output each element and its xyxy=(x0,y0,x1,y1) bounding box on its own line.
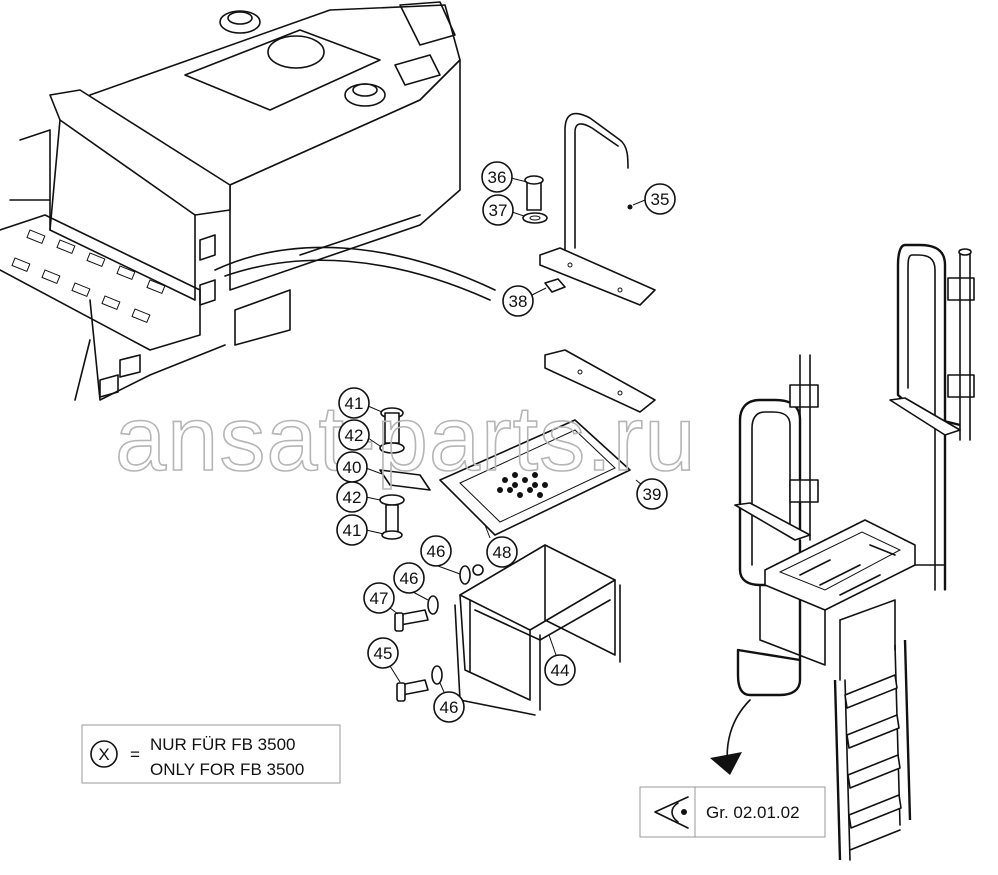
callout-45: 45 xyxy=(367,637,401,683)
svg-text:40: 40 xyxy=(343,458,362,477)
callout-46-b: 46 xyxy=(393,562,429,601)
callout-35: 35 xyxy=(632,183,676,215)
svg-text:35: 35 xyxy=(651,190,670,209)
legend-line-de: NUR FÜR FB 3500 xyxy=(150,735,295,754)
callout-36: 36 xyxy=(481,161,528,193)
legend-equals: = xyxy=(130,745,140,764)
eye-view-icon xyxy=(654,796,689,829)
callout-47: 47 xyxy=(363,582,399,615)
callout-41-lower: 41 xyxy=(336,514,385,546)
machine-body xyxy=(0,1,496,401)
callout-40: 40 xyxy=(336,451,383,483)
legend-box: X = NUR FÜR FB 3500 ONLY FOR FB 3500 xyxy=(81,724,341,784)
legend-line-en: ONLY FOR FB 3500 xyxy=(150,760,304,779)
svg-text:37: 37 xyxy=(489,201,508,220)
watermark: ansat-parts.ru xyxy=(115,388,697,490)
svg-text:44: 44 xyxy=(551,661,570,680)
tray-assembly xyxy=(379,349,656,716)
callout-37: 37 xyxy=(482,194,525,226)
svg-text:38: 38 xyxy=(509,292,528,311)
legend-symbol: X xyxy=(98,745,109,764)
svg-text:46: 46 xyxy=(440,698,459,717)
reference-label: Gr. 02.01.02 xyxy=(706,803,800,822)
legend-symbol-circle xyxy=(90,740,118,768)
callout-46-c: 46 xyxy=(433,682,465,723)
callout-42-lower: 42 xyxy=(336,481,381,513)
svg-text:36: 36 xyxy=(488,168,507,187)
svg-text:39: 39 xyxy=(643,485,662,504)
svg-text:46: 46 xyxy=(400,569,419,588)
ladder-assembly xyxy=(710,243,975,861)
svg-text:45: 45 xyxy=(374,644,393,663)
callout-46-a: 46 xyxy=(420,535,461,575)
reference-box[interactable]: Gr. 02.01.02 xyxy=(639,786,826,838)
svg-text:41: 41 xyxy=(345,394,364,413)
callout-38: 38 xyxy=(502,285,547,317)
svg-text:42: 42 xyxy=(343,488,362,507)
callout-44: 44 xyxy=(544,634,576,686)
svg-text:46: 46 xyxy=(427,542,446,561)
svg-text:48: 48 xyxy=(493,543,512,562)
callout-labels: 35 36 37 38 39 40 41 xyxy=(336,161,676,723)
handrail-assembly xyxy=(522,112,656,306)
callout-39: 39 xyxy=(635,478,668,510)
callout-41-upper: 41 xyxy=(338,387,383,419)
svg-text:42: 42 xyxy=(345,426,364,445)
callout-48: 48 xyxy=(484,524,518,568)
callout-42-upper: 42 xyxy=(338,419,381,451)
svg-text:47: 47 xyxy=(370,589,389,608)
svg-text:41: 41 xyxy=(343,521,362,540)
